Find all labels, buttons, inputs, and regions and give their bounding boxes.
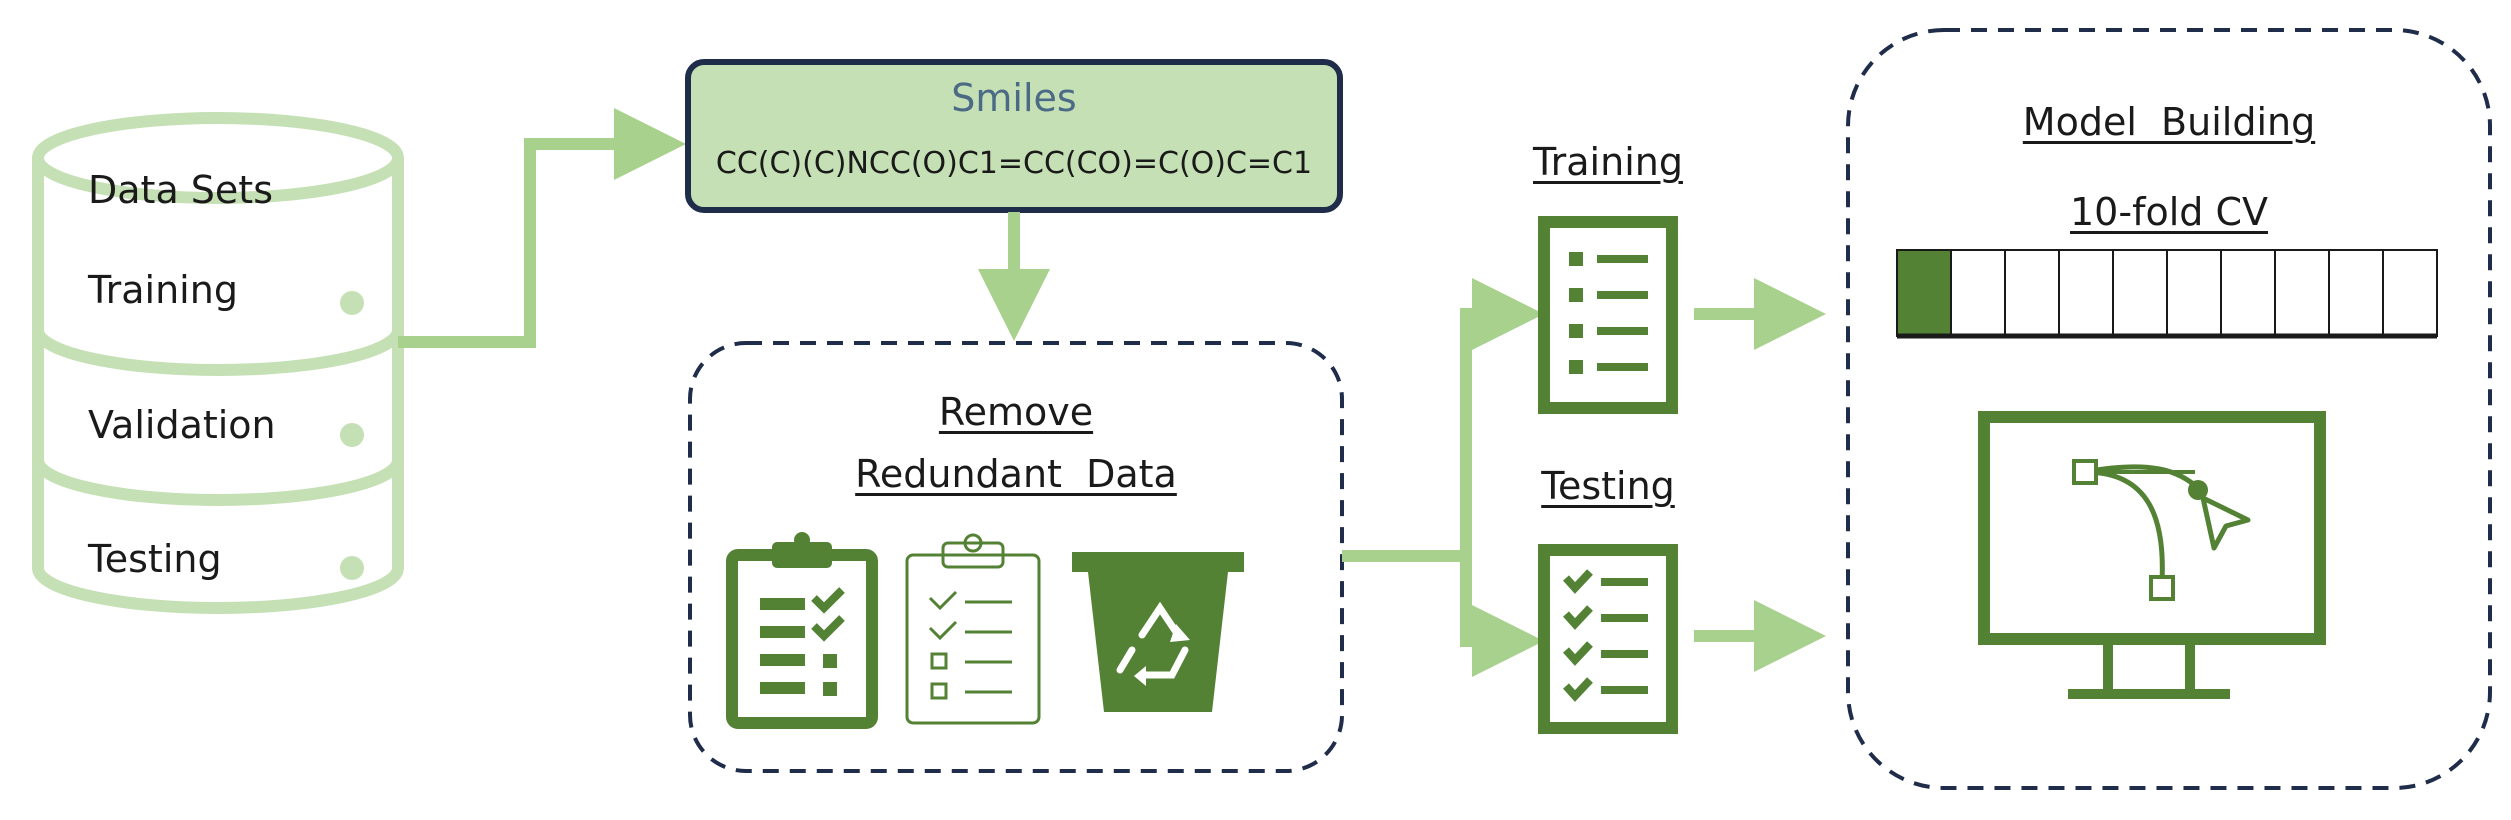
training-dot [340,291,364,315]
database-dots [340,291,364,580]
clipboard-checklist-outline-icon [905,533,1041,725]
smiles-box [685,59,1343,213]
cv-fold-2 [1950,249,2006,337]
cv-fold-9 [2328,249,2384,337]
list-document-icon [1538,216,1678,414]
cv-fold-4 [2058,249,2114,337]
cv-fold-3 [2004,249,2060,337]
db-label-validation: Validation [88,403,276,447]
split-arrows [1342,278,1544,677]
checklist-document-icon [1538,544,1678,734]
arrow-database-to-smiles [398,108,686,348]
cv-fold-8 [2274,249,2330,337]
db-label-testing: Testing [88,537,222,581]
model-building-box [1846,28,2492,790]
cv-fold-5 [2112,249,2168,337]
clipboard-checklist-icon [726,532,878,729]
cv-fold-7 [2220,249,2276,337]
db-label-data-sets: Data Sets [88,168,274,212]
cv-fold-6 [2166,249,2222,337]
db-label-training: Training [88,268,238,312]
cv-fold-1 [1896,249,1952,337]
database-icon [32,112,404,614]
cv-label: 10-fold CV [2070,190,2268,234]
cv-fold-10 [2382,249,2438,337]
remove-title-line2: Redundant Data [855,452,1177,496]
cv-fold-strip [1896,249,2438,339]
remove-title-line1: Remove [938,390,1094,434]
testing-label: Testing [1541,464,1675,508]
recycle-bin-icon [1072,552,1244,712]
testing-dot [340,556,364,580]
smiles-title: Smiles [951,76,1077,120]
training-label: Training [1533,140,1683,184]
monitor-bezier-icon [1978,411,2326,699]
validation-dot [340,423,364,447]
model-building-title: Model Building [2022,100,2316,144]
smiles-code: CC(C)(C)NCC(O)C1=CC(CO)=C(O)C=C1 [715,146,1313,181]
